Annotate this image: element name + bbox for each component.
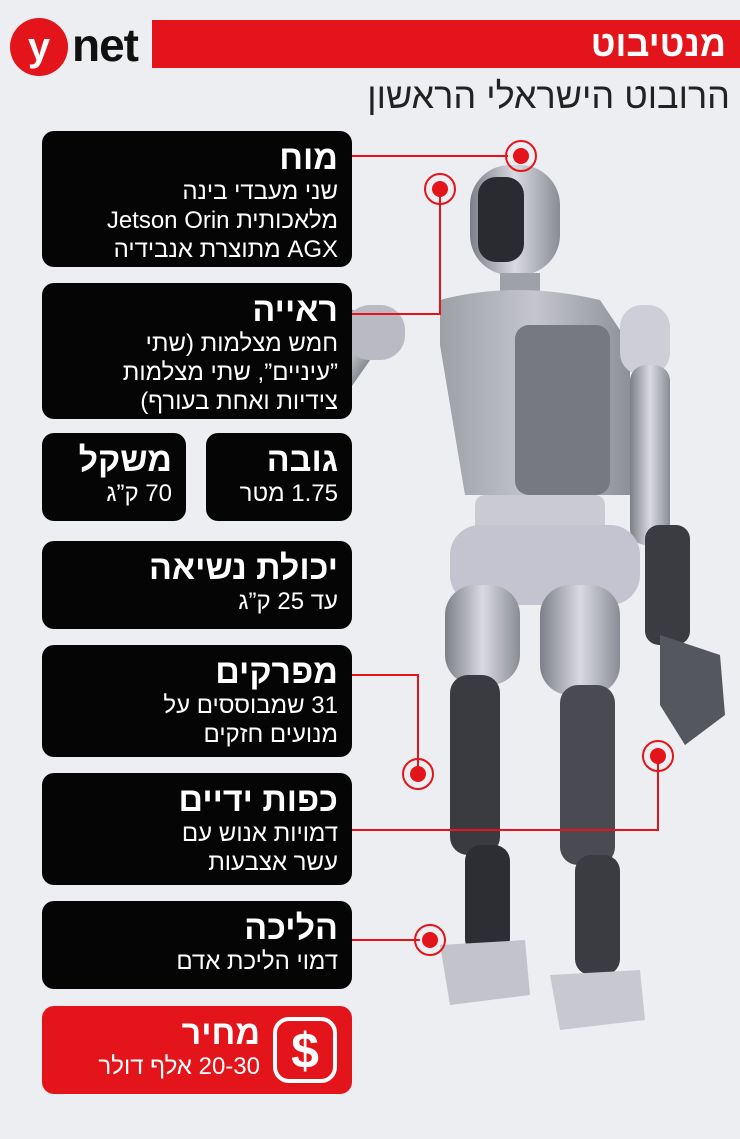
box-title: מוח xyxy=(279,139,338,177)
box-line: עשר אצבעות xyxy=(208,849,338,876)
box-line: עד 25 ק”ג xyxy=(238,588,338,615)
ynet-logo[interactable]: y net xyxy=(10,18,145,76)
robot-illustration xyxy=(330,165,725,1030)
box-title: כפות ידיים xyxy=(178,781,338,819)
info-box-joints: מפרקים 31 שמבוססים על מנועים חזקים xyxy=(42,645,352,757)
box-line: שני מעבדי בינה xyxy=(182,178,338,205)
box-line: דמוי הליכת אדם xyxy=(176,948,338,975)
logo-net: net xyxy=(72,19,139,71)
info-box-height: גובה 1.75 מטר xyxy=(206,433,352,521)
page-title: מנטיבוט xyxy=(152,20,740,68)
svg-text:$: $ xyxy=(291,1023,319,1079)
info-box-payload: יכולת נשיאה עד 25 ק”ג xyxy=(42,541,352,629)
box-line: 1.75 מטר xyxy=(239,480,338,507)
info-box-brain: מוח שני מעבדי בינה מלאכותית Jetson Orin … xyxy=(42,131,352,267)
box-line: חמש מצלמות (שתי xyxy=(145,330,338,357)
logo-y: y xyxy=(10,18,68,76)
box-title: משקל xyxy=(78,441,172,479)
info-box-hands: כפות ידיים דמויות אנוש עם עשר אצבעות xyxy=(42,773,352,885)
box-line: 31 שמבוססים על xyxy=(163,692,338,719)
dollar-icon: $ xyxy=(273,1017,337,1083)
box-title: מחיר xyxy=(181,1014,260,1052)
box-line: AGX מתוצרת אנבידיה xyxy=(113,236,338,263)
box-line: ”עיניים”, שתי מצלמות xyxy=(122,359,338,386)
box-line: 70 ק”ג xyxy=(106,480,172,507)
box-line: 20-30 אלף דולר xyxy=(98,1053,260,1080)
page-subtitle: הרובוט הישראלי הראשון xyxy=(367,75,730,116)
info-box-vision: ראייה חמש מצלמות (שתי ”עיניים”, שתי מצלמ… xyxy=(42,283,352,419)
box-line: צידיות ואחת בעורף) xyxy=(140,388,338,415)
box-title: ראייה xyxy=(252,291,338,329)
box-title: יכולת נשיאה xyxy=(148,549,338,587)
box-title: מפרקים xyxy=(215,653,338,691)
box-title: גובה xyxy=(266,441,338,479)
box-line: מלאכותית Jetson Orin xyxy=(106,207,338,234)
info-box-price: $ מחיר 20-30 אלף דולר xyxy=(42,1006,352,1094)
box-line: דמויות אנוש עם xyxy=(181,820,338,847)
box-title: הליכה xyxy=(244,909,338,947)
info-box-weight: משקל 70 ק”ג xyxy=(42,433,186,521)
info-box-walking: הליכה דמוי הליכת אדם xyxy=(42,901,352,989)
box-line: מנועים חזקים xyxy=(203,721,338,748)
